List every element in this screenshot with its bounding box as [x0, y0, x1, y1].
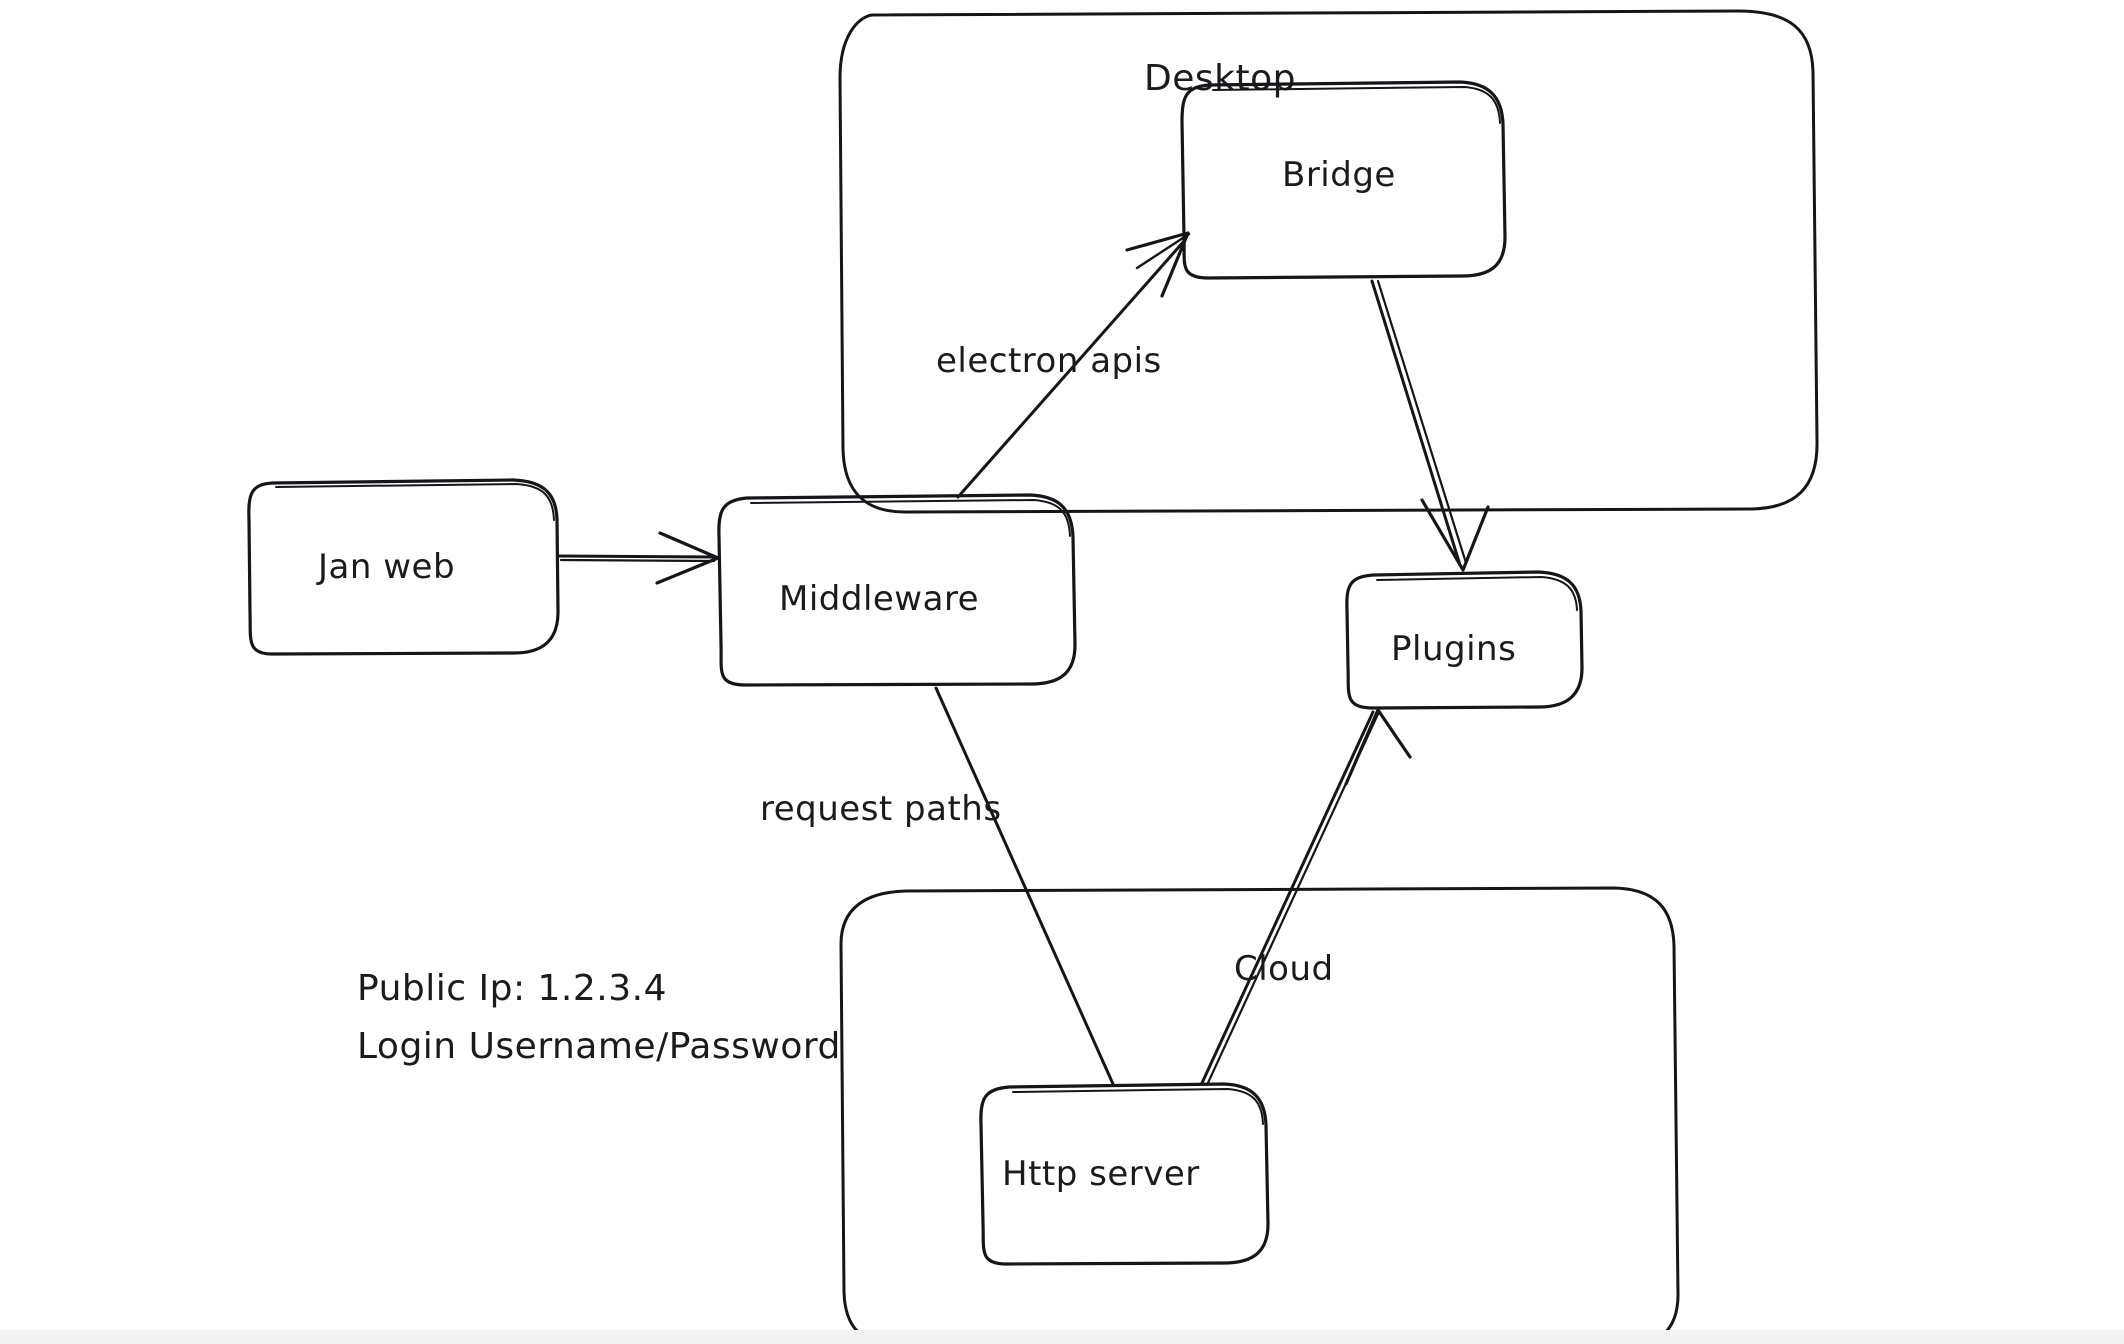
node-jan-web-label: Jan web	[316, 547, 455, 587]
node-plugins[interactable]: Plugins	[1345, 570, 1584, 710]
edge-middleware-to-http-server: request paths	[760, 686, 1115, 1086]
node-middleware-label: Middleware	[779, 579, 979, 619]
node-jan-web[interactable]: Jan web	[247, 478, 560, 656]
notes-block: Public Ip: 1.2.3.4 Login Username/Passwo…	[357, 968, 841, 1067]
node-bridge[interactable]: Bridge	[1180, 80, 1507, 280]
group-desktop-label: Desktop	[1144, 58, 1296, 99]
note-login: Login Username/Password	[357, 1026, 841, 1067]
edge-http-server-to-plugins: Cloud	[1200, 708, 1412, 1087]
edge-label-cloud: Cloud	[1234, 949, 1334, 989]
group-desktop[interactable]: Desktop	[838, 9, 1819, 514]
group-cloud-container[interactable]	[839, 886, 1680, 1344]
note-public-ip: Public Ip: 1.2.3.4	[357, 968, 667, 1009]
bottom-bar	[0, 1330, 2124, 1344]
node-http-server[interactable]: Http server	[979, 1082, 1270, 1266]
edge-label-request-paths: request paths	[760, 789, 1002, 829]
node-plugins-label: Plugins	[1391, 629, 1516, 669]
node-bridge-label: Bridge	[1282, 155, 1396, 195]
node-http-server-label: Http server	[1002, 1154, 1200, 1194]
edge-label-electron-apis: electron apis	[936, 341, 1162, 381]
node-middleware[interactable]: Middleware	[717, 493, 1077, 687]
edge-bridge-to-plugins	[1370, 279, 1490, 572]
edge-jan-web-to-middleware	[557, 531, 720, 585]
edge-middleware-to-bridge: electron apis	[936, 231, 1191, 499]
